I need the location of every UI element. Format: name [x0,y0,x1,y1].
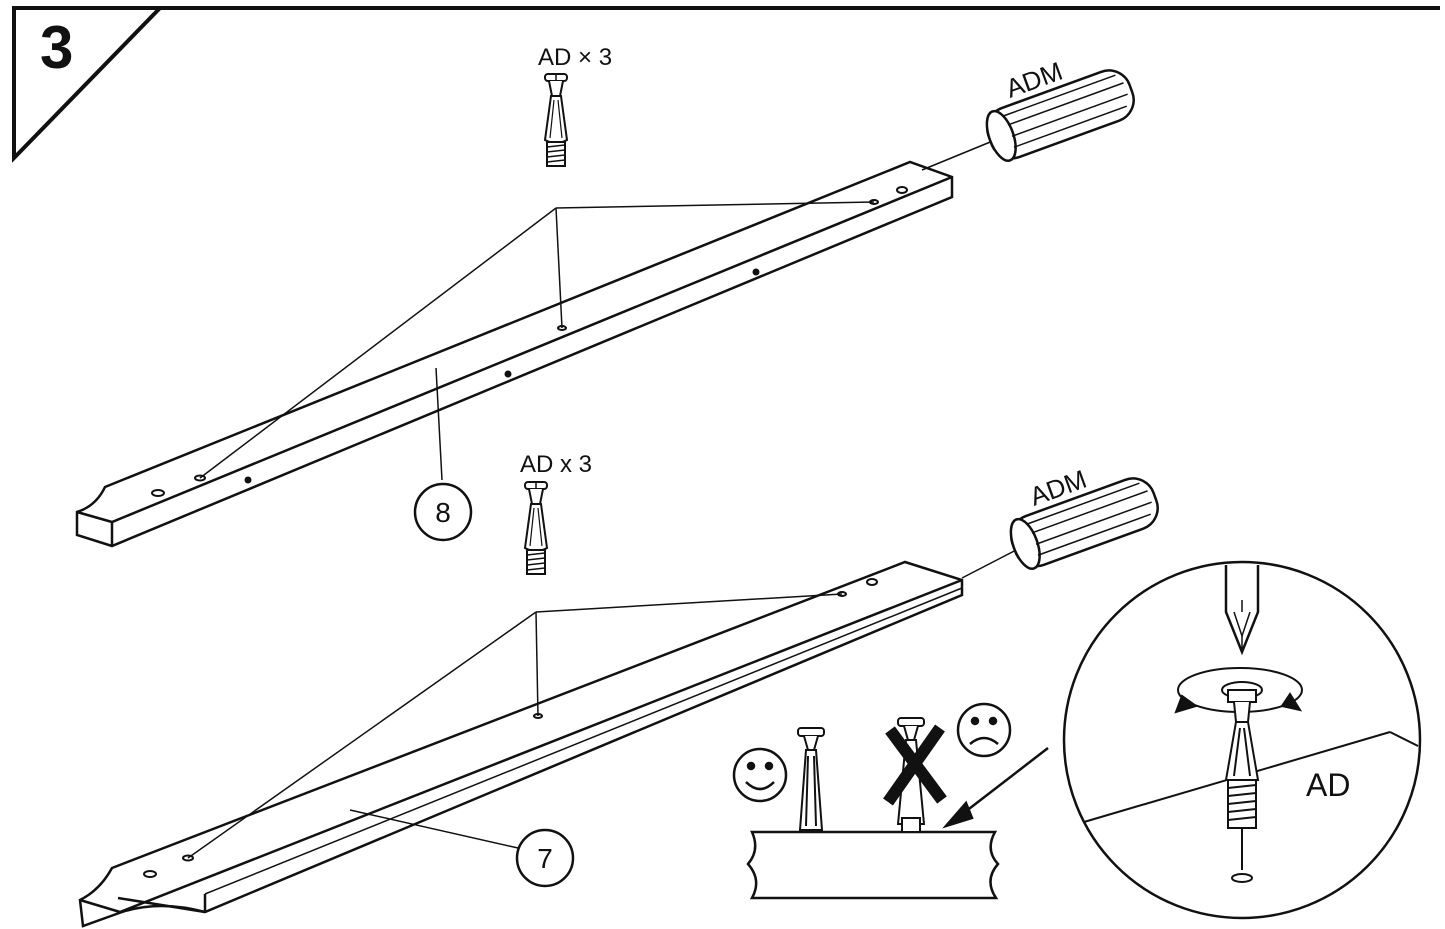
step-frame [12,6,1440,163]
step-number: 3 [40,14,73,81]
fitting-label-lower: AD x 3 [520,451,592,478]
rail-8-leaders [199,137,1001,481]
stud-correct [797,727,825,831]
detail-magnifier: AD [1062,560,1422,920]
board-section [746,830,1000,900]
part-callout-8 [413,482,473,542]
cam-stud-ad-upper [544,73,568,167]
fitting-label-upper: AD × 3 [538,44,612,71]
detail-label: AD [1306,767,1350,803]
sad-face-icon [956,702,1012,758]
depth-tip [732,702,1049,900]
rotate-arrows-icon [1174,667,1303,714]
rail-part-8 [75,160,954,548]
screwdriver-icon [1224,565,1260,656]
part-number-8: 8 [435,497,451,528]
wrong-x-mark [883,724,947,806]
part-callout-7 [515,828,575,888]
cam-stud-detail [1221,681,1263,883]
smiley-face-icon [732,747,788,803]
part-number-7: 7 [537,843,553,874]
rail-7-leaders [187,547,1021,859]
cam-stud-ad-lower [524,481,548,575]
pointer-arrow [942,747,1049,829]
rail-part-7 [78,560,964,928]
